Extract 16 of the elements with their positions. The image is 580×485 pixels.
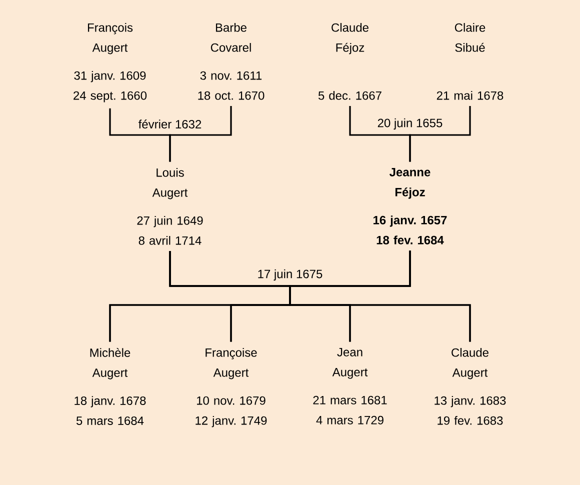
edge-label: 20 juin 1655 xyxy=(376,117,444,131)
edge-label: février 1632 xyxy=(137,118,203,130)
person-entry: Louis Augert 27 juin 1649 8 avril 1714 xyxy=(137,168,203,245)
connector-line xyxy=(289,250,471,342)
person-entry: Claude Féjoz 5 dec. 1667 xyxy=(318,23,382,100)
person-entry: Barbe Covarel 3 nov. 1611 18 oct. 1670 xyxy=(198,23,264,100)
edge-label: 17 juin 1675 xyxy=(256,268,324,282)
person-entry: Françoise Augert 10 nov. 1679 12 janv. 1749 xyxy=(196,348,267,428)
person-entry: Jeanne Féjoz 16 janv. 1657 18 fev. 1684 xyxy=(374,168,447,244)
person-entry: François Augert 31 janv. 1609 24 sept. 1660 xyxy=(74,23,147,102)
person-entry: Claude Augert 13 janv. 1683 19 fev. 1683 xyxy=(434,348,506,425)
person-entry: Claire Sibué 21 mai 1678 xyxy=(436,23,504,100)
connector-line xyxy=(169,106,232,162)
person-entry: Michèle Augert 18 janv. 1678 5 mars 1684 xyxy=(74,348,146,425)
person-entry: Jean Augert 21 mars 1681 4 mars 1729 xyxy=(313,348,387,424)
connector-line xyxy=(409,106,471,162)
